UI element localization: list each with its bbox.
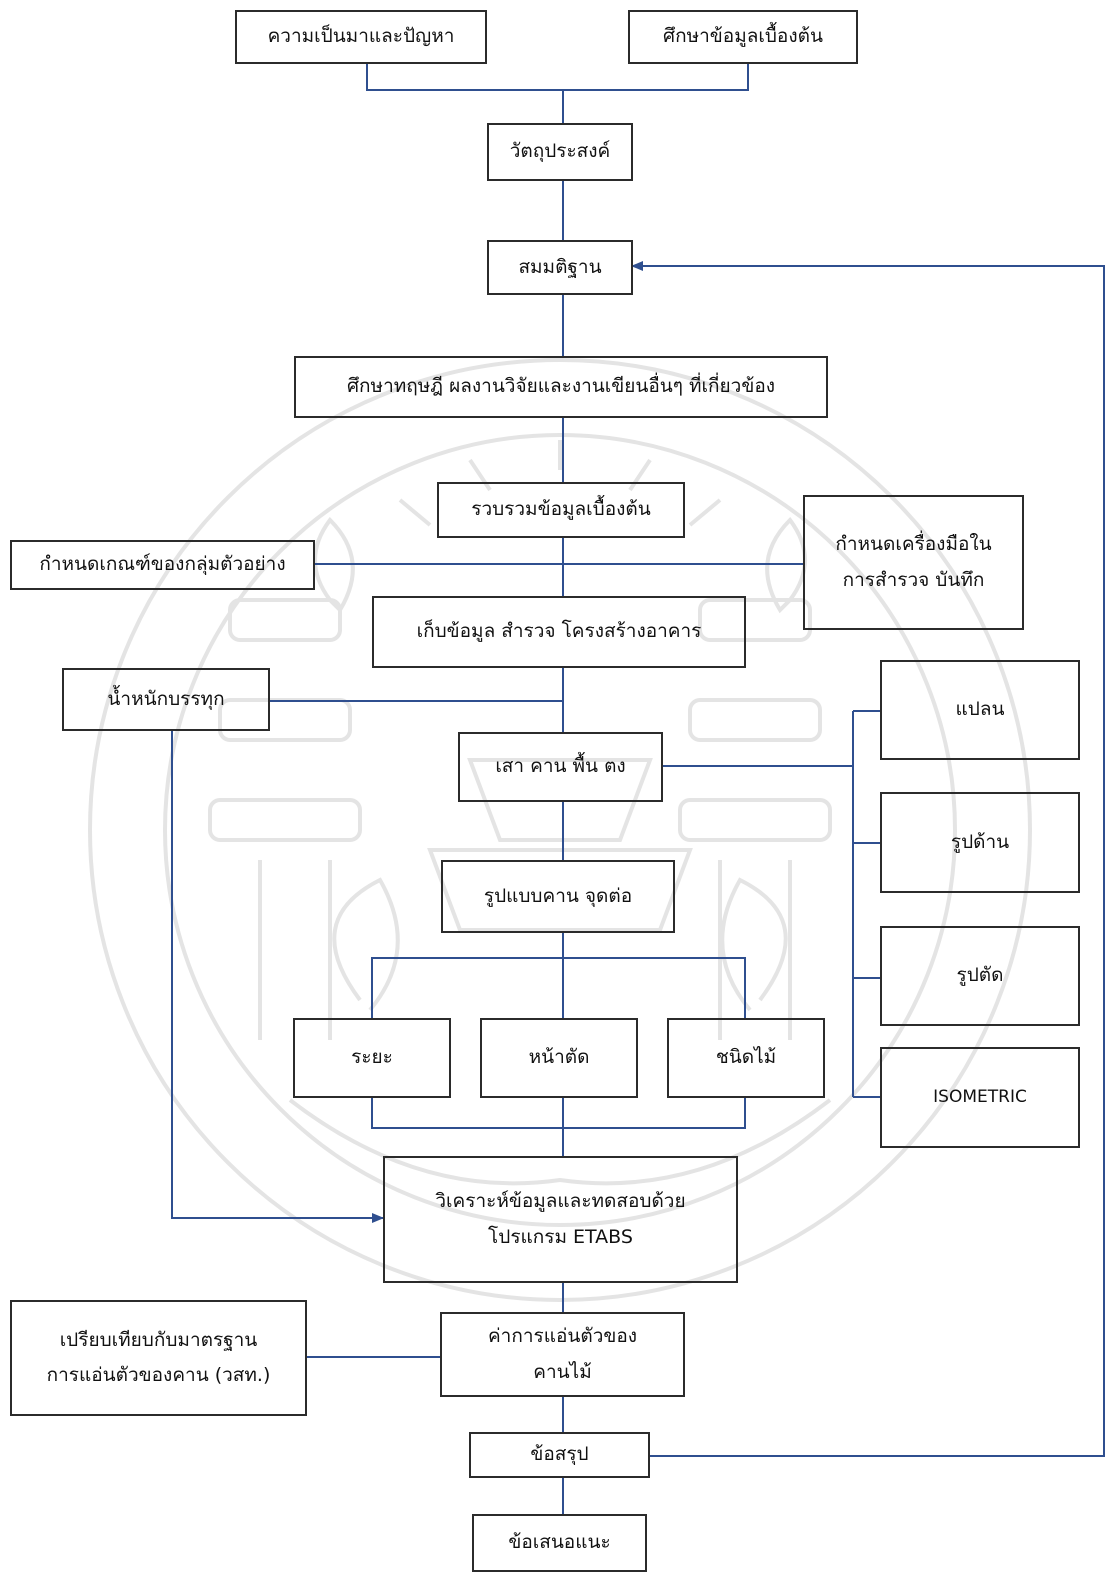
cross-section-box: รูปตัด xyxy=(880,926,1080,1026)
survey-tools-label-line2: การสำรวจ บันทึก xyxy=(842,568,985,591)
connector-details-top xyxy=(371,957,746,1018)
literature-label: ศึกษาทฤษฎี ผลงานวิจัยและงานเขียนอื่นๆ ที… xyxy=(346,375,776,398)
conclusion-box: ข้อสรุป xyxy=(469,1432,650,1478)
survey-tools-box: กำหนดเครื่องมือใน การสำรวจ บันทึก xyxy=(803,495,1024,630)
wood-type-box: ชนิดไม้ xyxy=(667,1018,825,1098)
analysis-label-line1: วิเคราะห์ข้อมูลและทดสอบด้วย xyxy=(435,1190,686,1213)
structural-members-label: เสา คาน พื้น ตง xyxy=(495,755,626,778)
isometric-box: ISOMETRIC xyxy=(880,1047,1080,1148)
span-label: ระยะ xyxy=(351,1046,393,1069)
preliminary-study-box: ศึกษาข้อมูลเบื้องต้น xyxy=(628,10,858,64)
connector-feedback-loop xyxy=(631,261,1105,1457)
deflection-label-line1: ค่าการแอ่นตัวของ xyxy=(487,1325,638,1348)
conclusion-label: ข้อสรุป xyxy=(530,1443,589,1466)
beam-joint-label: รูปแบบคาน จุดต่อ xyxy=(483,884,633,907)
collect-preliminary-box: รวบรวมข้อมูลเบื้องต้น xyxy=(437,482,685,538)
connector-background xyxy=(366,64,563,91)
beam-joint-box: รูปแบบคาน จุดต่อ xyxy=(441,860,675,933)
recommendation-box: ข้อเสนอแนะ xyxy=(472,1514,647,1572)
connector-preliminary xyxy=(563,64,749,91)
section-label: หน้าตัด xyxy=(528,1046,590,1069)
analysis-label-line2: โปรแกรม ETABS xyxy=(488,1225,633,1248)
connector-details-bottom xyxy=(371,1098,746,1129)
elevation-box: รูปด้าน xyxy=(880,792,1080,893)
deflection-box: ค่าการแอ่นตัวของ คานไม้ xyxy=(440,1312,685,1397)
preliminary-study-label: ศึกษาข้อมูลเบื้องต้น xyxy=(663,25,823,48)
span-box: ระยะ xyxy=(293,1018,451,1098)
load-box: น้ำหนักบรรทุก xyxy=(62,668,270,731)
structural-members-box: เสา คาน พื้น ตง xyxy=(458,732,663,802)
sample-criteria-label: กำหนดเกณฑ์ของกลุ่มตัวอย่าง xyxy=(39,553,286,576)
compare-standard-box: เปรียบเทียบกับมาตรฐาน การแอ่นตัวของคาน (… xyxy=(10,1300,307,1416)
load-label: น้ำหนักบรรทุก xyxy=(107,687,225,710)
collect-preliminary-label: รวบรวมข้อมูลเบื้องต้น xyxy=(471,498,651,521)
recommendation-label: ข้อเสนอแนะ xyxy=(508,1531,611,1554)
wood-type-label: ชนิดไม้ xyxy=(715,1046,777,1069)
connector-load-analysis xyxy=(171,731,384,1223)
deflection-label-line2: คานไม้ xyxy=(533,1360,592,1383)
elevation-label: รูปด้าน xyxy=(950,830,1010,853)
objectives-label: วัตถุประสงค์ xyxy=(509,140,611,163)
literature-box: ศึกษาทฤษฎี ผลงานวิจัยและงานเขียนอื่นๆ ที… xyxy=(294,356,828,418)
hypothesis-box: สมมติฐาน xyxy=(487,240,633,295)
hypothesis-label: สมมติฐาน xyxy=(518,255,602,278)
plan-box: แปลน xyxy=(880,660,1080,760)
isometric-label: ISOMETRIC xyxy=(933,1086,1027,1107)
sample-criteria-box: กำหนดเกณฑ์ของกลุ่มตัวอย่าง xyxy=(10,540,315,590)
background-label: ความเป็นมาและปัญหา xyxy=(267,25,455,48)
analysis-box: วิเคราะห์ข้อมูลและทดสอบด้วย โปรแกรม ETAB… xyxy=(383,1156,738,1283)
compare-standard-label-line1: เปรียบเทียบกับมาตรฐาน xyxy=(59,1328,258,1351)
section-box: หน้าตัด xyxy=(480,1018,638,1098)
survey-tools-label-line1: กำหนดเครื่องมือใน xyxy=(835,533,992,556)
objectives-box: วัตถุประสงค์ xyxy=(487,123,633,181)
compare-standard-label-line2: การแอ่นตัวของคาน (วสท.) xyxy=(46,1364,271,1386)
data-collection-label: เก็บข้อมูล สำรวจ โครงสร้างอาคาร xyxy=(416,620,702,643)
background-box: ความเป็นมาและปัญหา xyxy=(235,10,487,64)
data-collection-box: เก็บข้อมูล สำรวจ โครงสร้างอาคาร xyxy=(372,596,746,668)
plan-label: แปลน xyxy=(955,698,1005,721)
cross-section-label: รูปตัด xyxy=(956,964,1004,987)
